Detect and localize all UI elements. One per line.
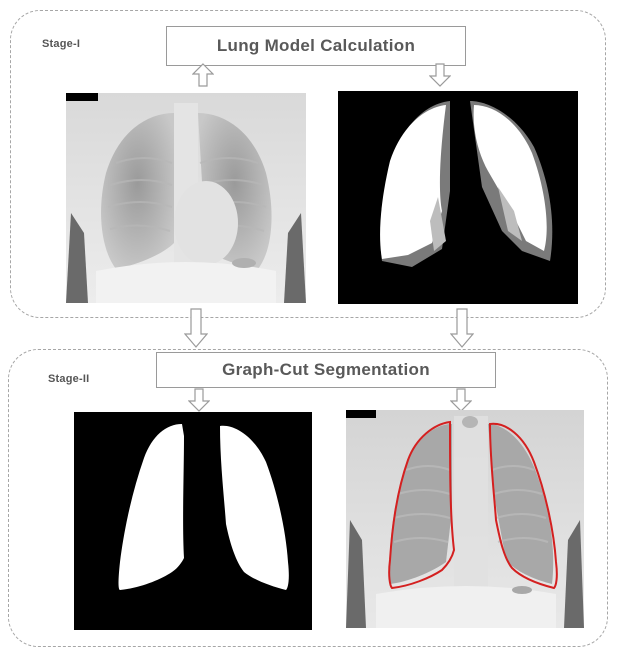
stage-2-label: Stage-II [48,373,89,385]
arrow-down-icon [188,388,210,412]
arrow-down-icon [450,308,474,348]
contour-overlay-image [346,410,584,628]
chest-xray-image [66,93,306,303]
segmentation-mask-image [74,412,312,630]
arrow-down-icon [184,308,208,348]
arrow-up-icon [192,63,214,87]
stage-1-label: Stage-I [42,38,80,50]
arrow-down-icon [450,388,472,412]
arrow-down-icon [429,63,451,87]
graph-cut-segmentation-box: Graph-Cut Segmentation [156,352,496,388]
lung-model-calculation-box: Lung Model Calculation [166,26,466,66]
lung-model-map-image [338,91,578,304]
